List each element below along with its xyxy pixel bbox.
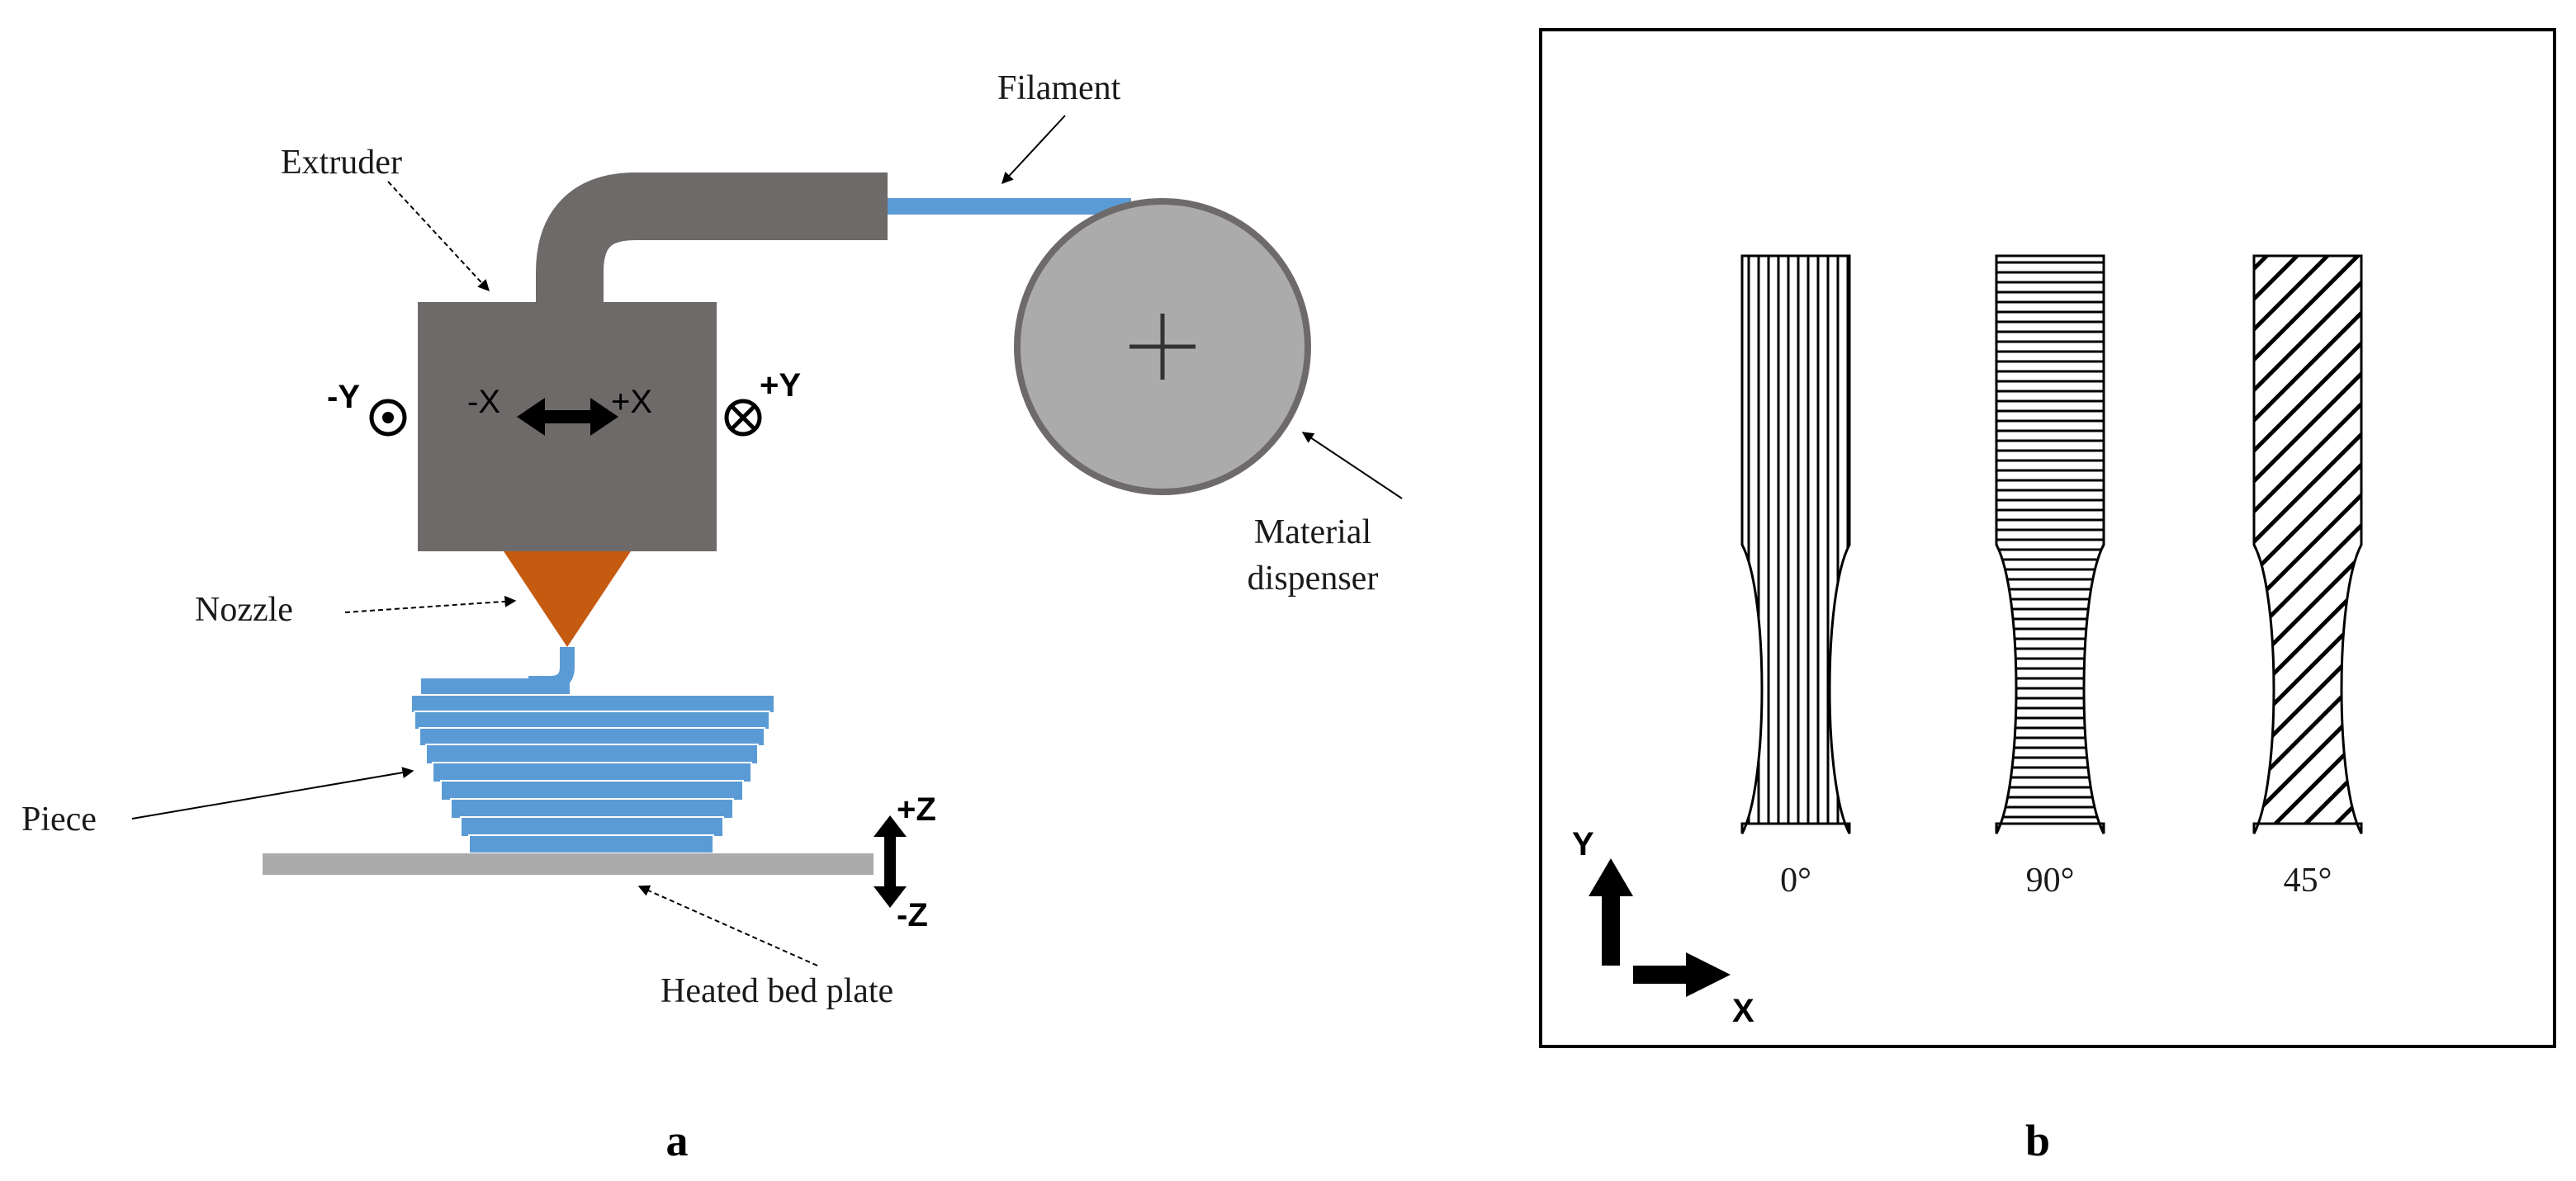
panel-a-label: a [666, 1116, 689, 1165]
axis-plus-x: +X [611, 384, 652, 420]
specimen-90-deg [1995, 254, 2105, 834]
nozzle [504, 551, 631, 647]
nozzle-filament [528, 647, 575, 691]
xy-axes-icon [1589, 858, 1731, 997]
axis-minus-z: -Z [897, 897, 928, 933]
specimen-45-deg [2252, 254, 2363, 834]
piece-label: Piece [21, 801, 97, 839]
printed-piece [410, 678, 775, 854]
piece-leader [131, 767, 414, 820]
axis-plus-z: +Z [897, 791, 936, 828]
extruder-label: Extruder [281, 144, 402, 182]
out-of-page-icon [369, 399, 407, 437]
panel-b: 0° 90° 45° Y X b [1539, 28, 2556, 1165]
extruder-body [418, 302, 717, 551]
axis-minus-x: -X [467, 384, 500, 420]
nozzle-label: Nozzle [195, 591, 293, 629]
extruder-feed-tube [536, 172, 888, 305]
extruder-leader [387, 181, 490, 292]
axis-x-label: X [1732, 993, 1754, 1029]
specimen-0-deg [1740, 254, 1851, 834]
heated-bed-plate-leader [637, 885, 818, 966]
material-dispenser-label-line1: Material [1254, 513, 1371, 551]
nozzle-leader [344, 595, 517, 613]
material-dispenser-label-line2: dispenser [1248, 560, 1379, 598]
specimen-0-deg-label: 0° [1780, 862, 1811, 900]
into-page-icon [724, 399, 762, 437]
material-dispenser-leader [1301, 432, 1403, 499]
material-dispenser [1014, 198, 1311, 495]
panel-a: -X +X -Y +Y +Z -Z Extruder Filament Mate… [21, 69, 1403, 1165]
axis-minus-y: -Y [327, 379, 360, 415]
axis-y-label: Y [1572, 826, 1594, 862]
heated-bed-plate-label: Heated bed plate [661, 972, 893, 1010]
z-double-arrow [874, 815, 907, 908]
axis-plus-y: +Y [760, 367, 801, 404]
heated-bed-plate [263, 853, 874, 875]
specimen-45-deg-label: 45° [2284, 862, 2332, 900]
specimen-90-deg-label: 90° [2026, 862, 2075, 900]
panel-b-label: b [2025, 1116, 2050, 1165]
x-double-arrow [517, 398, 618, 436]
filament-leader [1002, 115, 1066, 185]
filament-label: Filament [997, 69, 1121, 107]
